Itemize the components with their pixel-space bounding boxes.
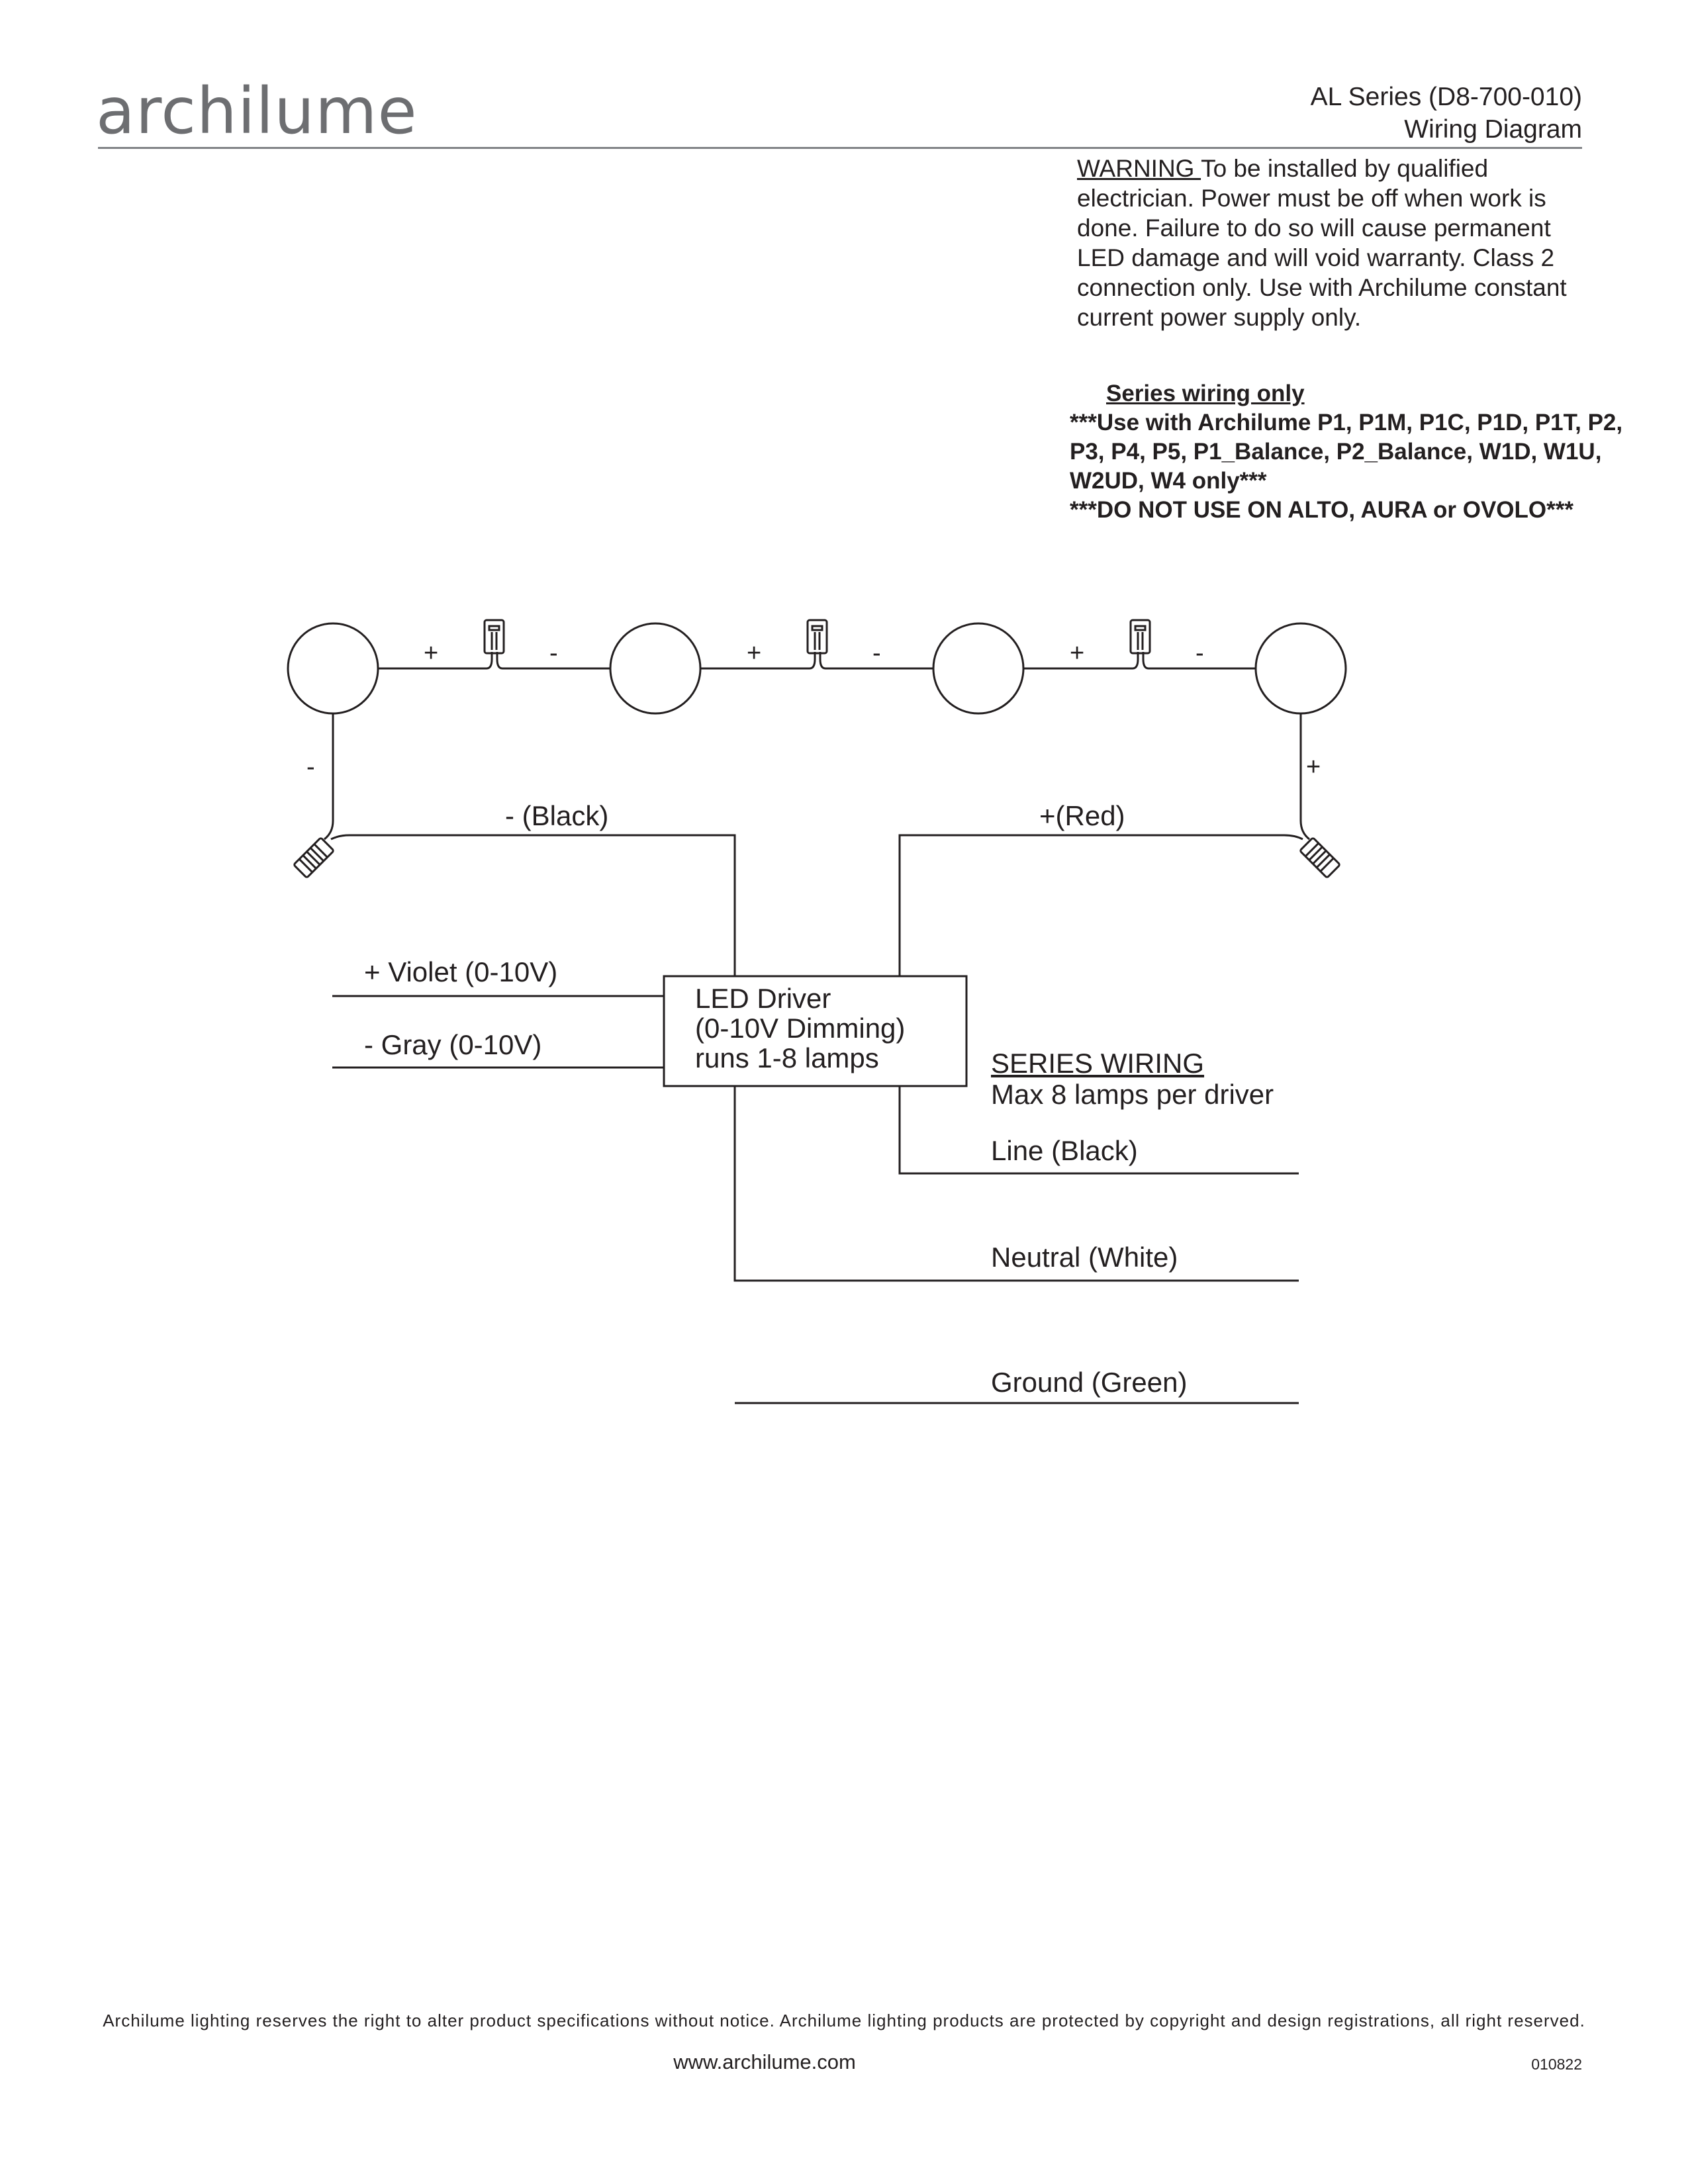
series-note-line: P3, P4, P5, P1_Balance, P2_Balance, W1D,… (1070, 439, 1602, 465)
series-connection-1 (378, 619, 610, 670)
lead-polarity-minus: - (306, 753, 315, 781)
series-connection-3 (1023, 619, 1256, 670)
series-id: AL Series (D8-700-010) (1310, 83, 1582, 111)
positive-lead (898, 713, 1340, 976)
neutral-wire (733, 1086, 1299, 1282)
line-wire-label: Line (Black) (991, 1135, 1138, 1166)
neutral-wire-label: Neutral (White) (991, 1242, 1178, 1273)
warning-label: WARNING (1077, 155, 1201, 182)
polarity-minus: - (1196, 639, 1204, 667)
series-wiring-title: SERIES WIRING (991, 1048, 1205, 1079)
polarity-plus: + (424, 639, 439, 667)
led-driver-box (663, 975, 968, 1087)
polarity-minus: - (872, 639, 881, 667)
polarity-plus: + (1070, 639, 1085, 667)
series-note-line: W2UD, W4 only*** (1070, 468, 1267, 494)
positive-wire-label: +(Red) (1039, 800, 1125, 831)
header-rule (98, 147, 1582, 149)
document-title: Wiring Diagram (1404, 115, 1582, 144)
website-link[interactable]: www.archilume.com (673, 2050, 856, 2073)
polarity-minus: - (549, 639, 558, 667)
negative-lead (293, 713, 736, 976)
series-connection-2 (700, 619, 933, 670)
lamp-2 (609, 622, 702, 715)
warning-notice: WARNING To be installed by qualified ele… (1077, 154, 1593, 332)
footer-disclaimer: Archilume lighting reserves the right to… (103, 2011, 1585, 2030)
lamp-3 (932, 622, 1025, 715)
driver-label-line: (0-10V Dimming) (695, 1013, 906, 1044)
warning-text: To be installed by qualified electrician… (1077, 155, 1567, 331)
series-note-title: Series wiring only (1106, 381, 1305, 406)
line-wire (898, 1086, 1299, 1175)
series-note-line: ***DO NOT USE ON ALTO, AURA or OVOLO*** (1070, 497, 1573, 523)
series-note-line: ***Use with Archilume P1, P1M, P1C, P1D,… (1070, 410, 1623, 435)
driver-label-line: runs 1-8 lamps (695, 1042, 879, 1073)
ground-wire-label: Ground (Green) (991, 1367, 1188, 1398)
archilume-logo: archilume (96, 74, 418, 148)
lamp-4 (1254, 622, 1347, 715)
document-code: 010822 (1531, 2056, 1582, 2073)
negative-wire-label: - (Black) (505, 800, 609, 831)
series-wiring-note: Series wiring only ***Use with Archilume… (1070, 379, 1639, 525)
lamp-1 (287, 622, 379, 715)
driver-label-line: LED Driver (695, 983, 831, 1014)
series-wiring-max: Max 8 lamps per driver (991, 1079, 1274, 1110)
polarity-plus: + (747, 639, 762, 667)
violet-wire-label: + Violet (0-10V) (364, 956, 558, 987)
lead-polarity-plus: + (1306, 753, 1321, 781)
gray-wire-label: - Gray (0-10V) (364, 1029, 542, 1060)
